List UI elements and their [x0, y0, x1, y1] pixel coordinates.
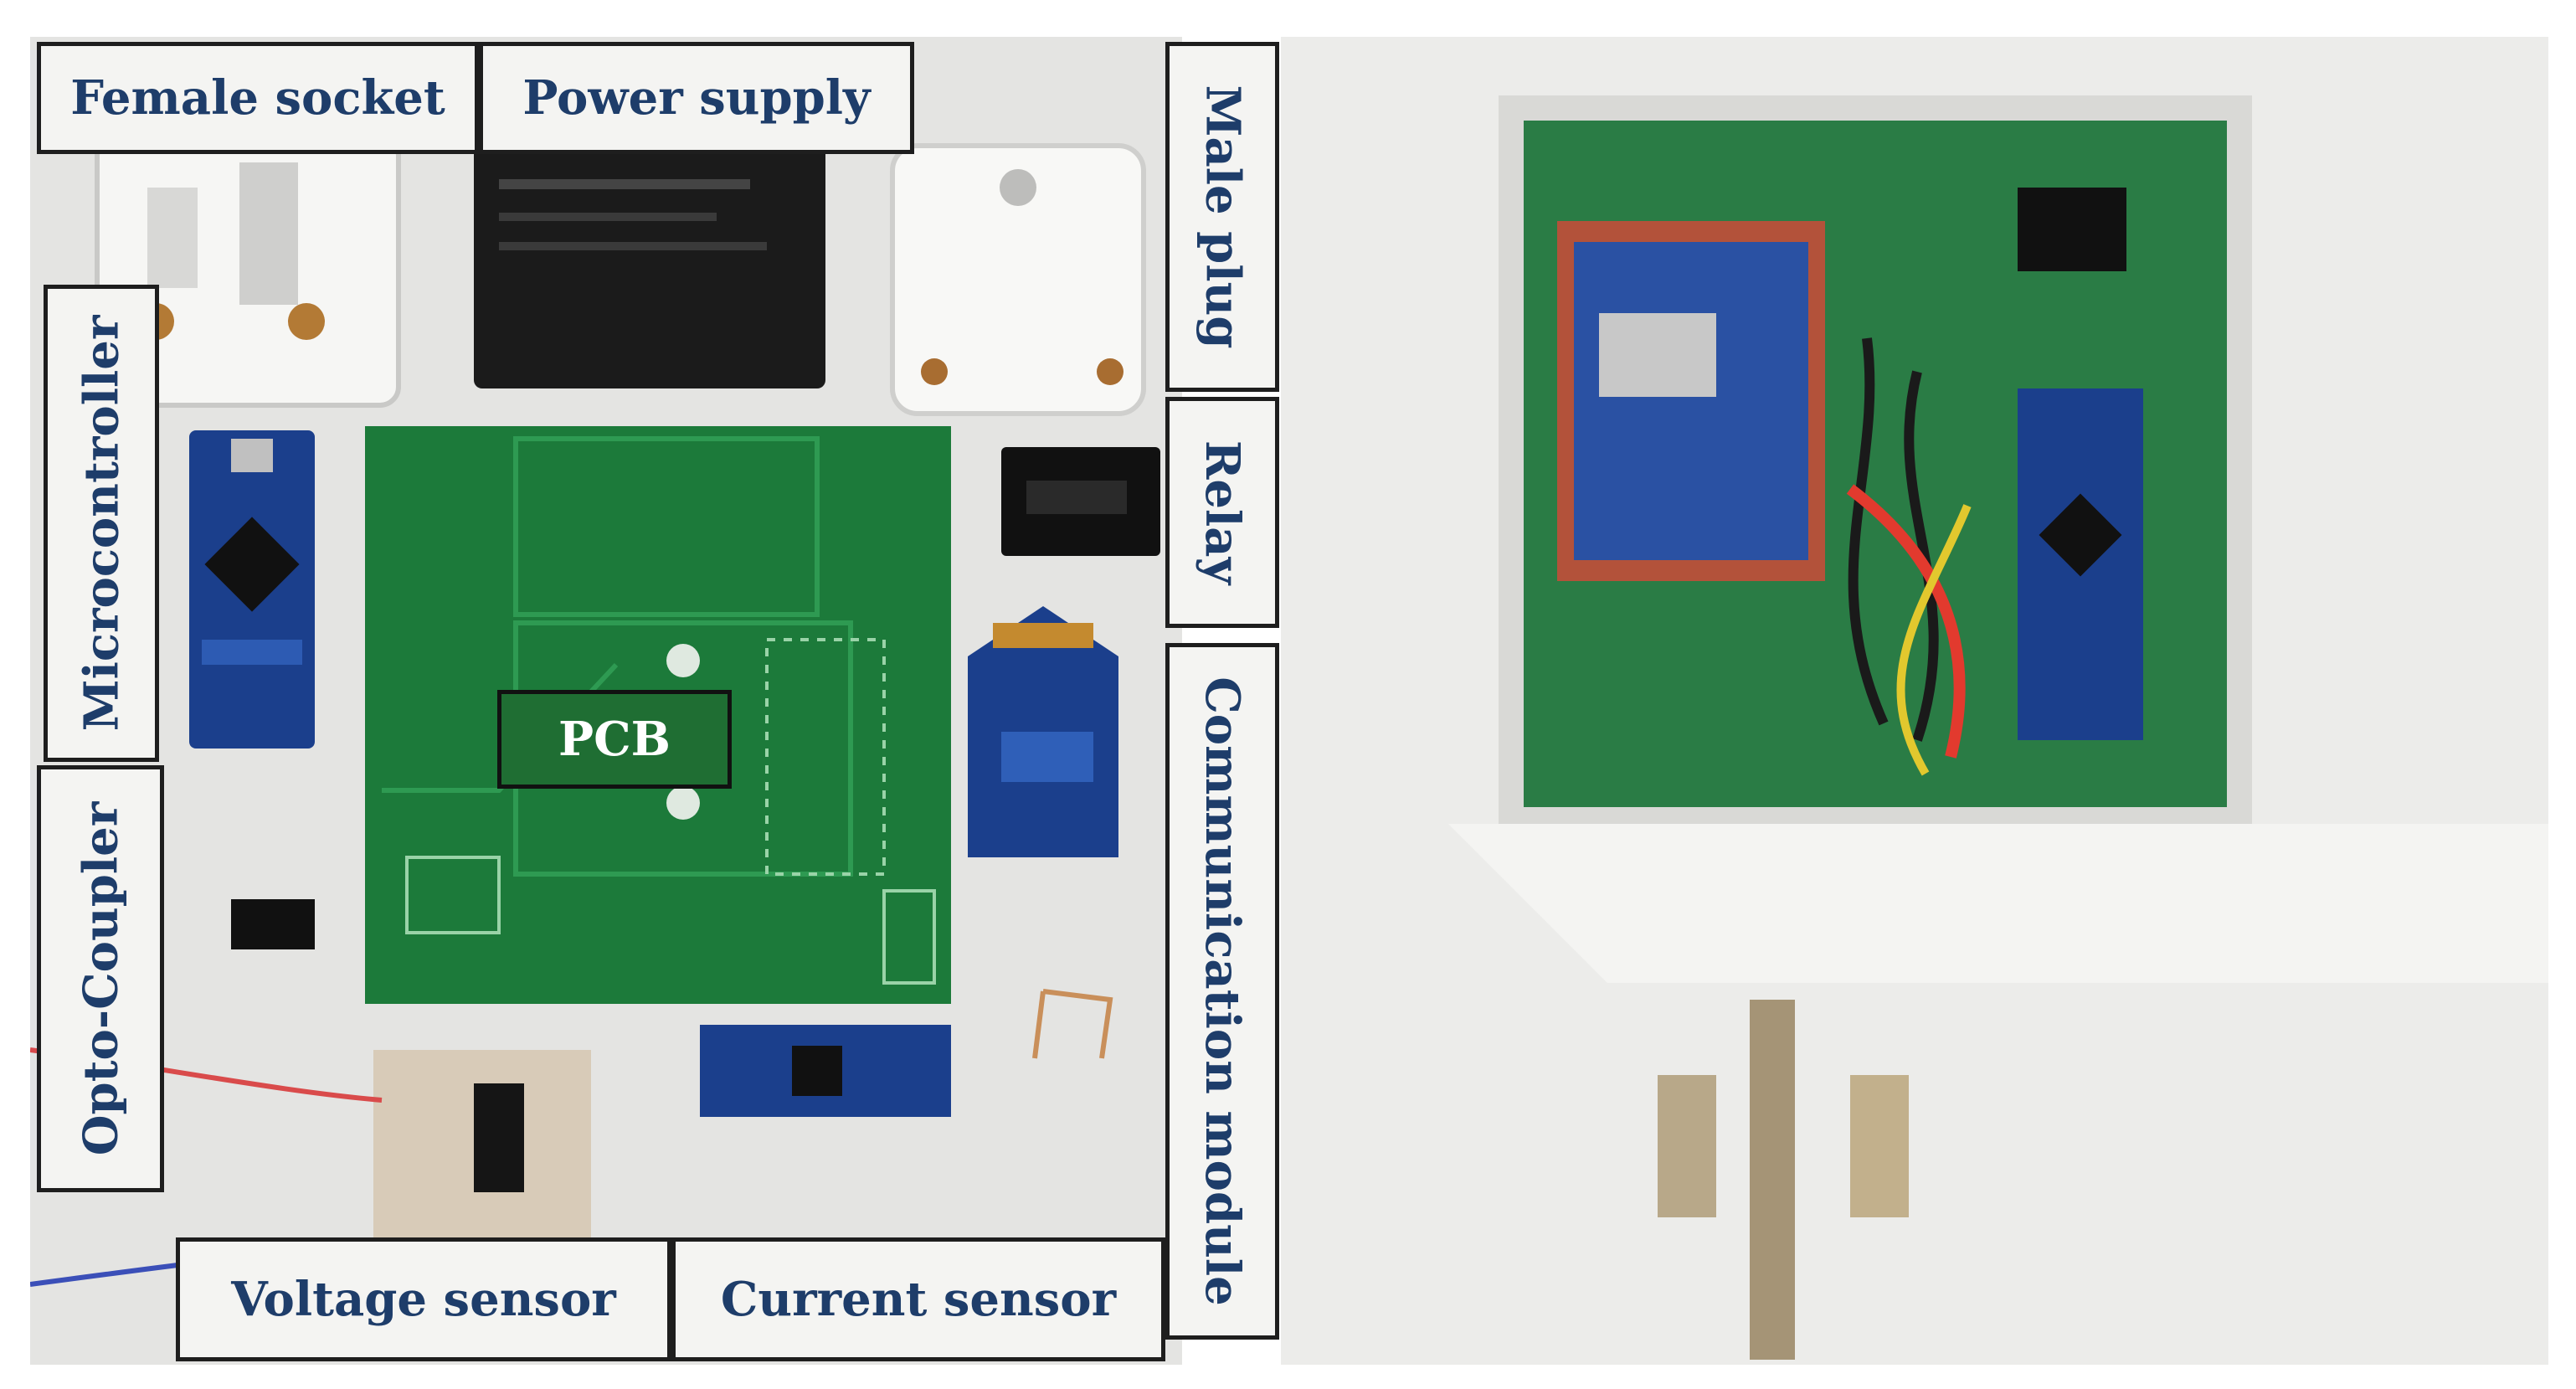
- label-pcb: PCB: [497, 690, 732, 789]
- microcontroller-part: [189, 430, 315, 749]
- label-communication-module: Communication module: [1165, 643, 1279, 1340]
- label-female-socket-text: Female socket: [70, 70, 445, 126]
- resistor-part: [1032, 989, 1113, 1059]
- label-microcontroller-text: Microcontroller: [74, 315, 129, 732]
- current-sensor-part: [700, 1025, 951, 1117]
- wires: [1846, 337, 1972, 776]
- label-current-sensor-text: Current sensor: [720, 1272, 1117, 1327]
- assembled-socket-photo: [1281, 37, 2548, 1365]
- male-plug-part: [890, 143, 1146, 416]
- components-illustration: [30, 135, 1160, 1287]
- power-supply-part: [474, 146, 825, 388]
- relay-part: [1001, 447, 1160, 556]
- label-relay: Relay: [1165, 397, 1279, 628]
- label-opto-coupler-text: Opto-Coupler: [73, 801, 129, 1156]
- label-opto-coupler: Opto-Coupler: [37, 765, 164, 1192]
- label-male-plug: Male plug: [1165, 42, 1279, 392]
- label-voltage-sensor-text: Voltage sensor: [231, 1272, 616, 1327]
- label-male-plug-text: Male plug: [1195, 85, 1251, 349]
- plug-pins: [1658, 1000, 1909, 1360]
- components-photo: [30, 37, 1182, 1365]
- label-communication-module-text: Communication module: [1195, 676, 1251, 1306]
- label-microcontroller: Microcontroller: [44, 285, 159, 762]
- opto-coupler-part: [231, 899, 315, 949]
- voltage-sensor-part: [30, 1047, 591, 1287]
- label-power-supply-text: Power supply: [522, 70, 871, 126]
- label-voltage-sensor: Voltage sensor: [176, 1237, 671, 1361]
- label-relay-text: Relay: [1195, 440, 1251, 585]
- label-power-supply: Power supply: [479, 42, 914, 154]
- label-female-socket: Female socket: [37, 42, 479, 154]
- label-pcb-text: PCB: [558, 712, 671, 767]
- label-current-sensor: Current sensor: [671, 1237, 1165, 1361]
- xbee-module-part: [968, 606, 1118, 857]
- assembled-socket-illustration: [1281, 37, 2548, 1365]
